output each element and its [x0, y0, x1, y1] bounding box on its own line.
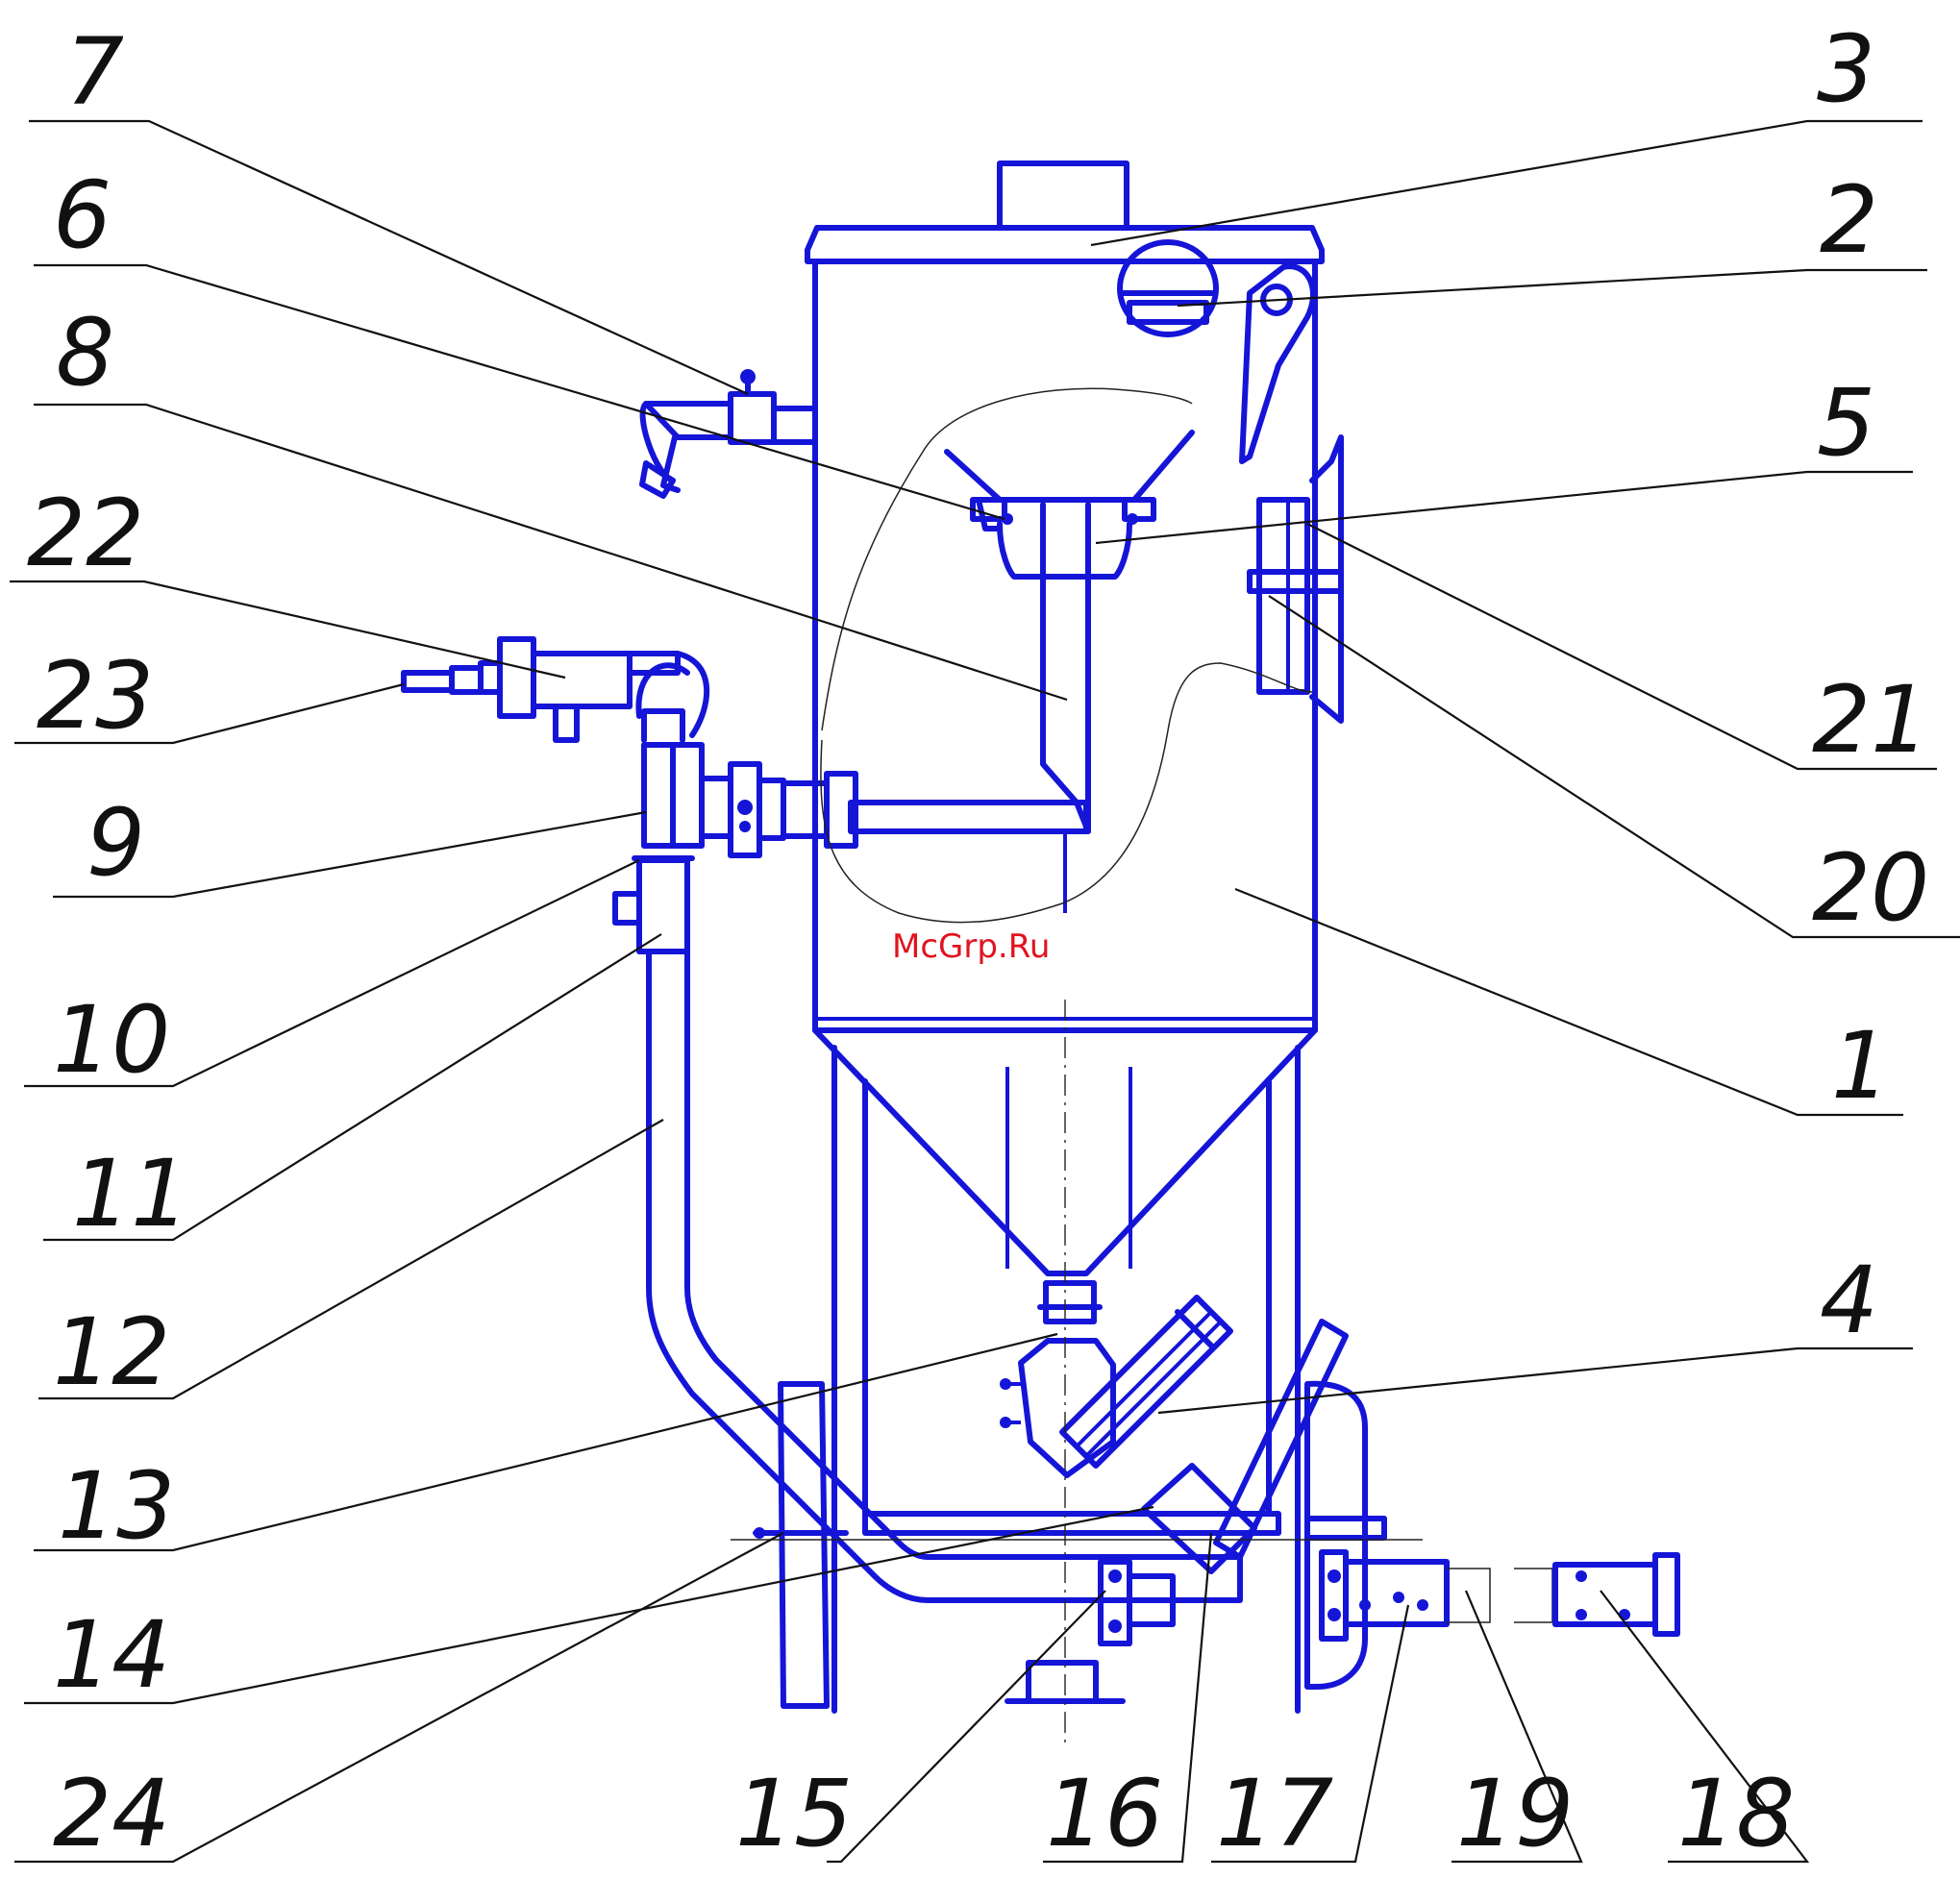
callout-18: 18: [1677, 1760, 1795, 1867]
side-bracket: [1259, 500, 1307, 692]
callout-20: 20: [1812, 834, 1929, 942]
filler-cap: [1000, 163, 1127, 228]
callout-14: 14: [53, 1601, 170, 1709]
coupling-18: [1555, 1565, 1655, 1624]
callout-19: 19: [1456, 1760, 1574, 1867]
cone-outlet: [1046, 1283, 1094, 1322]
callout-3: 3: [1817, 15, 1875, 123]
callout-17: 17: [1216, 1760, 1333, 1867]
handle-lug: [1242, 266, 1313, 461]
callout-6: 6: [53, 161, 112, 269]
callout-5: 5: [1817, 369, 1875, 477]
callout-10: 10: [53, 986, 170, 1094]
callout-23: 23: [37, 642, 154, 750]
callout-8: 8: [56, 299, 114, 407]
callout-13: 13: [58, 1452, 175, 1560]
frame-legs: [834, 1048, 1298, 1711]
callout-21: 21: [1812, 666, 1929, 774]
top-lid: [807, 228, 1322, 261]
tee-fitting: [644, 745, 673, 846]
callout-22: 22: [27, 480, 144, 587]
lower-tee: [639, 860, 687, 951]
callout-12: 12: [53, 1298, 170, 1406]
watermark: McGrp.Ru: [892, 927, 1050, 966]
tank-shell: [815, 261, 1315, 1030]
callout-1: 1: [1831, 1012, 1890, 1120]
inlet-pipe: [851, 803, 1086, 831]
callout-2: 2: [1820, 166, 1878, 274]
mixing-valve: [1021, 1341, 1113, 1475]
callout-11: 11: [72, 1140, 189, 1248]
callout-16: 16: [1046, 1760, 1163, 1867]
relief-valve: [644, 711, 682, 740]
hose-outlet: [646, 404, 731, 437]
callout-9: 9: [87, 789, 145, 897]
inner-feed-pipe: [1043, 505, 1088, 831]
callout-24: 24: [53, 1760, 170, 1867]
callout-15: 15: [735, 1760, 853, 1867]
separator-funnel: [947, 432, 1192, 500]
callout-7: 7: [65, 18, 124, 126]
callout-4: 4: [1820, 1247, 1878, 1354]
